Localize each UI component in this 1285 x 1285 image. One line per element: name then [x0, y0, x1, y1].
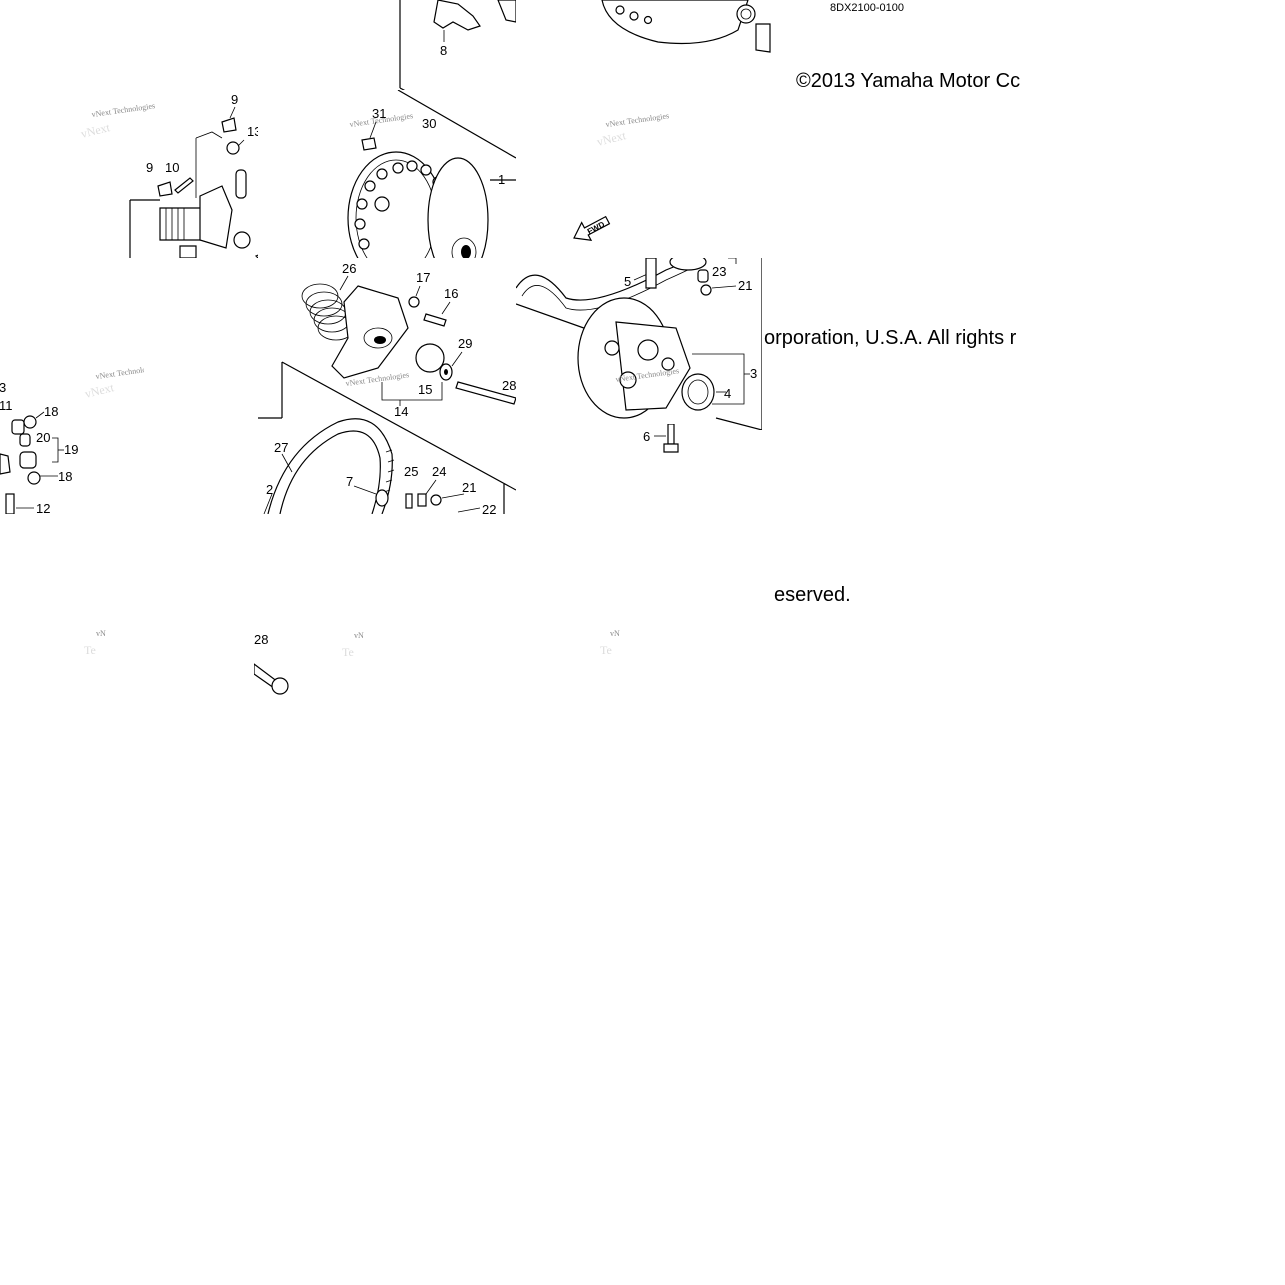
diagram-tile-left-3: vNext Technologies vNext 3 11 18 20 19 1… — [0, 348, 144, 514]
callout-24: 24 — [432, 464, 446, 479]
callout-27: 27 — [274, 440, 288, 455]
callout-3: 3 — [750, 366, 757, 381]
diagram-tile-bolt-6: 6 — [640, 424, 690, 454]
callout-7: 7 — [346, 474, 353, 489]
callout-11: 11 — [0, 398, 13, 413]
callout-29: 29 — [458, 336, 472, 351]
callout-31: 31 — [372, 106, 386, 121]
callout-17: 17 — [416, 270, 430, 285]
diagram-tile-top-right — [598, 0, 772, 58]
watermark-fragment: vN — [610, 629, 620, 638]
svg-text:vNext: vNext — [79, 120, 111, 141]
callout-12: 12 — [36, 501, 50, 514]
diagram-tile-left-4: vN Te — [80, 624, 120, 664]
svg-text:vNext: vNext — [595, 128, 627, 149]
copyright-fragment-2: orporation, U.S.A. All rights r — [764, 327, 1017, 349]
diagram-tile-right-3: 5 23 21 vNext Technologies 4 3 — [516, 258, 762, 430]
copyright-fragment-3: eserved. — [774, 584, 851, 606]
callout-16: 16 — [444, 286, 458, 301]
callout-28: 28 — [502, 378, 516, 393]
callout-23: 23 — [712, 264, 726, 279]
svg-text:vNext: vNext — [83, 380, 115, 401]
svg-text:Te: Te — [600, 643, 612, 657]
copyright-fragment-1: ©2013 Yamaha Motor Cc — [796, 70, 1021, 92]
watermark-fragment: vN — [354, 631, 364, 640]
callout-30: 30 — [422, 116, 436, 131]
callout-8: 8 — [440, 43, 447, 58]
watermark-fragment: vN — [96, 629, 106, 638]
callout-3-left: 3 — [0, 380, 6, 395]
callout-10: 10 — [165, 160, 179, 175]
callout-20: 20 — [36, 430, 50, 445]
diagram-tile-left-2: vNext Technologies vNext 9 13 9 10 — [0, 90, 258, 258]
callout-19: 19 — [64, 442, 78, 457]
callout-14: 14 — [394, 404, 408, 419]
callout-21: 21 — [462, 480, 476, 495]
callout-1: 1 — [498, 172, 505, 187]
svg-text:Te: Te — [342, 645, 354, 659]
callout-13: 13 — [247, 124, 258, 139]
svg-text:Te: Te — [84, 643, 96, 657]
callout-4: 4 — [724, 386, 731, 401]
callout-5: 5 — [624, 274, 631, 289]
callout-6: 6 — [643, 429, 650, 444]
part-code: 8DX2100-0100 — [830, 2, 905, 14]
diagram-tile-mid-2: vNext Technologies 31 30 1 — [258, 90, 516, 258]
callout-22: 22 — [482, 502, 496, 514]
diagram-tile-right-2: vNext Technologies vNext FWD — [516, 90, 772, 258]
callout-18: 18 — [58, 469, 72, 484]
callout-26: 26 — [342, 261, 356, 276]
diagram-tile-mid-4: 28 vN Te — [254, 630, 364, 700]
diagram-tile-right-4: vN Te — [596, 624, 636, 664]
callout-2: 2 — [266, 482, 273, 497]
diagram-tile-mid-3: 26 17 16 29 28 vNext Technologies 15 14 — [258, 258, 516, 514]
watermark: vNext Technologies — [95, 363, 144, 381]
callout-9-top: 9 — [231, 92, 238, 107]
callout-9: 9 — [146, 160, 153, 175]
watermark: vNext Technologies — [91, 101, 156, 119]
callout-15: 15 — [418, 382, 432, 397]
callout-18-top: 18 — [44, 404, 58, 419]
callout-25: 25 — [404, 464, 418, 479]
callout-28-bottom: 28 — [254, 632, 268, 647]
callout-21-right: 21 — [738, 278, 752, 293]
watermark: vNext Technologies — [605, 111, 670, 129]
